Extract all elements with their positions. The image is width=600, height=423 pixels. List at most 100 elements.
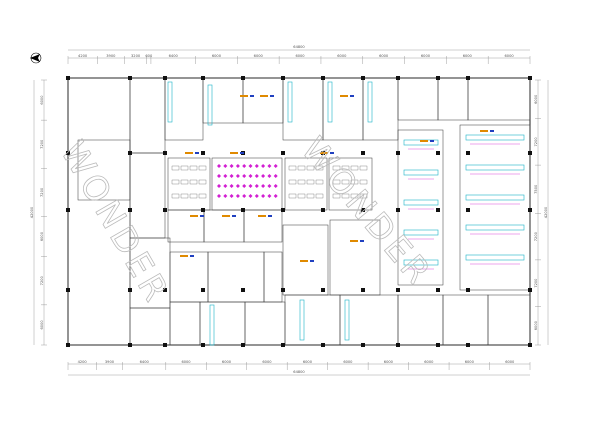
dimension-label: 7200 (40, 275, 44, 285)
column (466, 76, 470, 80)
desk (359, 179, 368, 185)
chair (242, 184, 247, 188)
column (436, 151, 440, 155)
column (528, 208, 532, 212)
lab-bench (465, 134, 525, 141)
column (66, 76, 70, 80)
chair (254, 194, 259, 198)
chair (223, 174, 228, 178)
column (396, 151, 400, 155)
desk (341, 193, 350, 199)
column (528, 76, 532, 80)
dimension-label: 6000 (343, 360, 353, 364)
dimension-label: 6000 (295, 54, 305, 58)
north-arrow-icon (30, 52, 42, 64)
desk (189, 193, 198, 199)
area-tag (240, 152, 244, 154)
chair (261, 174, 266, 178)
chair (223, 194, 228, 198)
desk (315, 165, 324, 171)
lab-bench (403, 199, 439, 206)
area-tag (310, 260, 314, 262)
room-tag (260, 95, 268, 97)
desk (332, 193, 341, 199)
desk (180, 179, 189, 185)
desk (350, 179, 359, 185)
chair (217, 174, 221, 178)
column (163, 76, 167, 80)
dimension-total: 42000 (30, 206, 34, 218)
desk (350, 165, 359, 171)
fume-hood (367, 81, 373, 123)
room-tag (300, 260, 308, 262)
column (361, 288, 365, 292)
chair (235, 194, 240, 198)
desk (171, 179, 180, 185)
column (281, 151, 285, 155)
desk (315, 179, 324, 185)
desk (288, 165, 297, 171)
lab-bench (465, 164, 525, 171)
area-tag (190, 255, 194, 257)
chair (223, 184, 228, 188)
desk (332, 165, 341, 171)
column (466, 151, 470, 155)
column (66, 343, 70, 347)
column (128, 151, 132, 155)
dimension-label: 6000 (421, 54, 431, 58)
fume-hood (207, 84, 213, 126)
column (321, 76, 325, 80)
column (396, 76, 400, 80)
dimension-label: 4200 (78, 360, 88, 364)
chair (267, 194, 272, 198)
chair (229, 184, 234, 188)
fume-hood (299, 299, 305, 341)
desk (297, 179, 306, 185)
column (361, 208, 365, 212)
dimension-label: 6000 (181, 360, 191, 364)
desk (297, 193, 306, 199)
column (281, 343, 285, 347)
desk (359, 193, 368, 199)
dimension-label: 6400 (140, 360, 150, 364)
lab-furniture (167, 81, 525, 346)
column (201, 76, 205, 80)
chair (261, 164, 266, 168)
lab-bench (403, 259, 439, 266)
column (281, 288, 285, 292)
dimension-label: 6000 (505, 360, 515, 364)
chair (248, 184, 253, 188)
lab-bench (465, 194, 525, 201)
chair (248, 174, 253, 178)
column (396, 208, 400, 212)
column (201, 288, 205, 292)
chair (273, 194, 278, 198)
room-tag (240, 95, 248, 97)
chair (217, 184, 221, 188)
column (396, 343, 400, 347)
room-tag (180, 255, 188, 257)
desk (189, 179, 198, 185)
dimension-label: 7200 (40, 139, 44, 149)
room-tag (420, 140, 428, 142)
dimension-label: 6000 (379, 54, 389, 58)
dimension-label: 3900 (106, 54, 116, 58)
area-tag (360, 240, 364, 242)
dimension-label: 7200 (534, 137, 538, 147)
chair (254, 164, 259, 168)
dimension-label: 6000 (40, 231, 44, 241)
column (163, 288, 167, 292)
dimension-label: 6000 (384, 360, 394, 364)
column (163, 343, 167, 347)
chair (229, 164, 234, 168)
column (436, 76, 440, 80)
fume-hood (287, 81, 293, 123)
column (528, 288, 532, 292)
room-tag (230, 152, 238, 154)
chair (261, 184, 266, 188)
chair (273, 184, 278, 188)
dimension-label: 6000 (303, 360, 313, 364)
fume-hood (167, 81, 173, 123)
dimension-label: 6000 (222, 360, 232, 364)
